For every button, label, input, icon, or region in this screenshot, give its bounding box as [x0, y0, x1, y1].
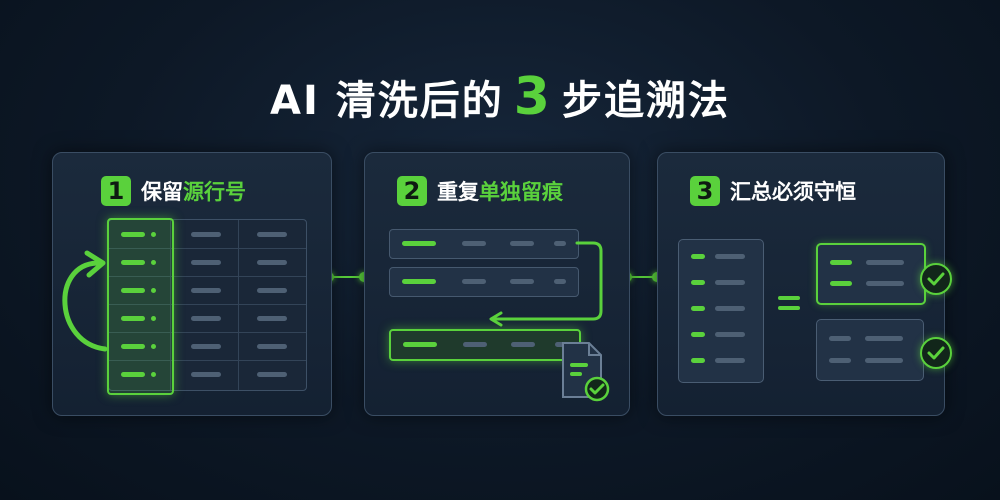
title-number: 3	[513, 67, 552, 127]
step-2-label-highlight: 单独留痕	[479, 180, 563, 204]
summary-box-2	[816, 319, 924, 381]
title-suffix: 步追溯法	[561, 78, 730, 124]
step-1-label-highlight: 源行号	[183, 180, 246, 204]
step-1-badge: 1	[101, 176, 131, 206]
step-3-label: 汇总必须守恒	[730, 180, 856, 204]
document-check-icon	[562, 342, 610, 402]
connector-icon	[628, 276, 657, 278]
step-3-badge: 3	[690, 176, 720, 206]
source-list	[678, 239, 764, 383]
data-row	[389, 229, 579, 259]
step-1-panel: 1 保留源行号	[52, 152, 332, 416]
equals-icon	[778, 296, 800, 300]
duplicate-row-highlight	[389, 329, 581, 361]
row-number-column	[107, 218, 174, 395]
equals-icon	[778, 306, 800, 310]
connector-icon	[330, 276, 364, 278]
loop-arrow-icon	[62, 250, 108, 352]
step-2-title: 2 重复单独留痕	[397, 173, 563, 209]
step-3-panel: 3 汇总必须守恒	[657, 152, 952, 416]
flow-arrow-icon	[489, 241, 603, 327]
step-3-title: 3 汇总必须守恒	[690, 173, 856, 209]
step-1-title: 1 保留源行号	[101, 173, 246, 209]
check-circle-icon	[920, 263, 952, 295]
step-2-label: 重复	[437, 180, 479, 204]
source-table	[107, 218, 307, 395]
data-row	[389, 267, 579, 297]
step-1-label: 保留	[141, 180, 183, 204]
step-2-badge: 2	[397, 176, 427, 206]
summary-box-1	[816, 243, 926, 305]
step-2-panel: 2 重复单独留痕	[364, 152, 630, 416]
check-circle-icon	[920, 337, 952, 369]
title-prefix: AI 清洗后的	[270, 78, 504, 124]
